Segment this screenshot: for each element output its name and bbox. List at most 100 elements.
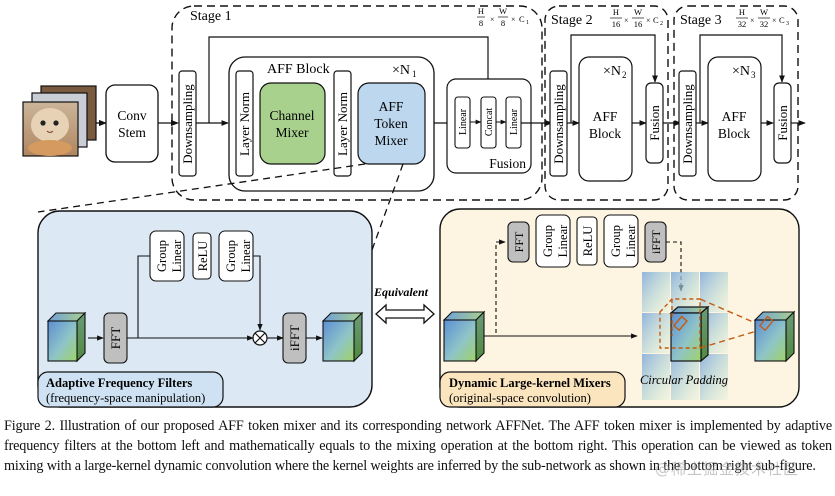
svg-text:×N: ×N — [603, 64, 621, 79]
svg-text:AFF: AFF — [593, 109, 618, 124]
stage-3-dims: H 32 × W 32 × C 3 — [736, 7, 789, 29]
svg-text:H: H — [739, 7, 745, 17]
watermark: @稀土掘金技术社区 — [655, 460, 800, 478]
right-output-cube — [753, 310, 796, 363]
svg-text:1: 1 — [412, 69, 417, 79]
svg-text:Dynamic Large-kernel Mixers: Dynamic Large-kernel Mixers — [449, 376, 611, 390]
svg-text:Layer Norm: Layer Norm — [335, 92, 350, 156]
right-fft — [507, 221, 530, 263]
svg-text:W: W — [760, 7, 768, 17]
svg-text:(original-space convolution): (original-space convolution) — [449, 391, 591, 405]
svg-text:Layer Norm: Layer Norm — [237, 92, 252, 156]
svg-text:ReLU: ReLU — [196, 241, 210, 272]
svg-text:×: × — [624, 16, 629, 25]
conv-stem-block: Conv Stem — [105, 84, 159, 163]
stage-1-dims: H 8 × W 8 × C 1 — [477, 6, 529, 28]
circular-padding-grid — [642, 272, 728, 400]
svg-text:C: C — [779, 15, 785, 25]
svg-text:iFFT: iFFT — [649, 229, 663, 254]
svg-text:Fusion: Fusion — [775, 105, 790, 141]
figure-caption: Figure 2. Illustration of our proposed A… — [4, 418, 832, 474]
layer-norm-2 — [333, 70, 352, 177]
stage-1: Stage 1 H 8 × W 8 × C 1 Downsampling AFF… — [171, 5, 553, 201]
svg-text:×: × — [772, 16, 777, 25]
svg-text:Channel: Channel — [270, 108, 315, 123]
svg-text:AFF: AFF — [379, 99, 404, 114]
svg-text:16: 16 — [612, 19, 621, 29]
svg-text:Linear: Linear — [239, 239, 253, 272]
affnet-diagram: Conv Stem Stage 1 H 8 × W 8 × C 1 Downsa… — [22, 5, 806, 408]
aff-block-title: AFF Block — [267, 62, 330, 77]
svg-text:8: 8 — [479, 18, 483, 28]
left-panel-label — [37, 371, 224, 408]
conv-stem-label-2: Stem — [118, 125, 146, 140]
svg-text:Linear: Linear — [556, 224, 570, 257]
svg-text:FFT: FFT — [512, 231, 526, 252]
stage-2: Stage 2 H 16 × W 16 × C 2 Downsampling ×… — [544, 5, 682, 201]
right-group-linear-2 — [603, 214, 639, 268]
left-input-cube — [46, 311, 87, 363]
svg-text:Stage 2: Stage 2 — [551, 13, 593, 28]
svg-text:Group: Group — [609, 225, 623, 257]
svg-text:(frequency-space manipulation): (frequency-space manipulation) — [46, 391, 205, 405]
svg-text:1: 1 — [526, 20, 529, 26]
svg-text:3: 3 — [786, 21, 789, 27]
svg-text:Downsampling: Downsampling — [680, 84, 695, 164]
svg-text:Linear: Linear — [170, 239, 184, 272]
svg-text:C: C — [653, 15, 659, 25]
svg-text:Downsampling: Downsampling — [551, 84, 566, 164]
stage-1-downsampling-label: Downsampling — [180, 84, 195, 164]
svg-text:Adaptive Frequency Filters: Adaptive Frequency Filters — [46, 376, 192, 390]
stage-1-title: Stage 1 — [190, 9, 232, 24]
svg-text:3: 3 — [751, 70, 756, 80]
svg-text:Concat: Concat — [484, 108, 495, 137]
right-relu — [576, 216, 598, 266]
svg-text:Group: Group — [224, 240, 238, 272]
svg-text:×: × — [511, 15, 516, 24]
stage-3-aff-block — [707, 56, 762, 182]
svg-text:×N: ×N — [732, 64, 750, 79]
svg-text:Linear: Linear — [509, 108, 520, 135]
svg-text:Linear: Linear — [624, 224, 638, 257]
svg-text:16: 16 — [634, 19, 643, 29]
right-input-cube — [442, 310, 486, 363]
svg-text:C: C — [519, 14, 525, 24]
svg-text:Mixer: Mixer — [276, 125, 309, 140]
svg-text:H: H — [478, 6, 484, 16]
svg-text:2: 2 — [660, 21, 663, 27]
svg-text:32: 32 — [760, 19, 769, 29]
stage-2-aff-block — [578, 56, 633, 182]
svg-text:FFT: FFT — [108, 327, 123, 349]
svg-text:×: × — [490, 15, 495, 24]
svg-text:32: 32 — [738, 19, 747, 29]
svg-text:Block: Block — [589, 126, 621, 141]
stage-1-skip-connection — [208, 36, 491, 123]
svg-text:Fusion: Fusion — [647, 105, 662, 141]
svg-text:×: × — [750, 16, 755, 25]
svg-text:W: W — [499, 6, 507, 16]
svg-text:W: W — [634, 7, 642, 17]
fusion-title: Fusion — [489, 156, 526, 171]
dynamic-large-kernel-mixers-panel: FFT Group Linear ReLU Group Linear iFFT — [439, 208, 800, 408]
stage-3: Stage 3 H 32 × W 32 × C 3 Downsampling ×… — [673, 5, 806, 201]
adaptive-frequency-filters-panel: Group Linear ReLU Group Linear FFT iFFT — [37, 210, 373, 408]
svg-text:8: 8 — [501, 18, 505, 28]
svg-text:H: H — [613, 7, 619, 17]
conv-stem-label-1: Conv — [117, 108, 147, 123]
svg-text:iFFT: iFFT — [287, 325, 302, 351]
right-group-linear-1 — [535, 214, 571, 268]
dynamic-kernel — [659, 298, 761, 349]
channel-mixer — [259, 82, 326, 165]
zoom-line-right — [371, 163, 404, 251]
left-output-cube — [321, 311, 364, 363]
svg-text:2: 2 — [622, 70, 627, 80]
svg-text:AFF: AFF — [722, 109, 747, 124]
svg-text:Stage 3: Stage 3 — [680, 13, 722, 28]
fusion-block: Linear Concat Linear Fusion — [446, 78, 532, 174]
aff-block: AFF Block ×N 1 Layer Norm Channel Mixer … — [228, 56, 435, 192]
input-image-stack — [22, 85, 97, 157]
svg-text:Group: Group — [541, 225, 555, 257]
right-panel-label — [439, 371, 626, 408]
left-relu — [192, 232, 212, 280]
circular-padding-label: Circular Padding — [640, 373, 728, 387]
